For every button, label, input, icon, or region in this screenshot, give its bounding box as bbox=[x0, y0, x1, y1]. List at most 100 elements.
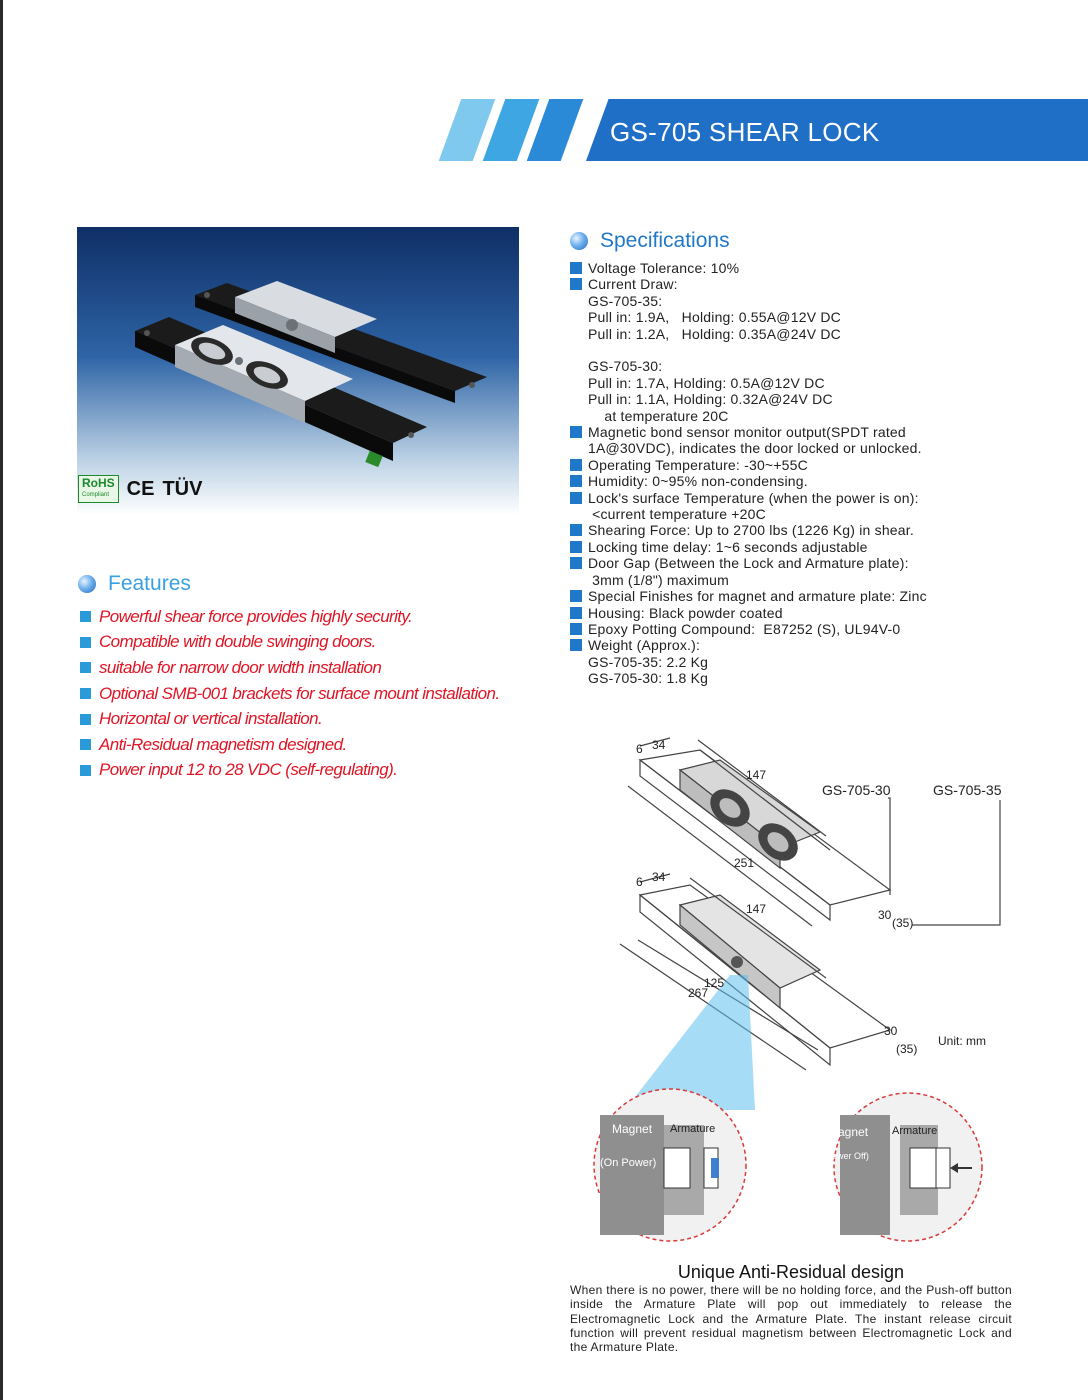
ce-mark: CE bbox=[126, 477, 155, 500]
indent bbox=[570, 342, 588, 358]
spec-text: Special Finishes for magnet and armature… bbox=[588, 588, 927, 605]
feature-text: Optional SMB-001 brackets for surface mo… bbox=[99, 683, 500, 703]
spec-line: GS-705-35: 2.2 Kg bbox=[570, 654, 1010, 670]
square-bullet-icon bbox=[570, 606, 582, 619]
spec-line: Lock's surface Temperature (when the pow… bbox=[570, 490, 1010, 506]
spec-text: Epoxy Potting Compound: E87252 (S), UL94… bbox=[588, 620, 901, 637]
dimension-diagram: GS-705-30 GS-705-35 6 34 147 251 6 34 14… bbox=[580, 730, 1060, 1270]
feature-text: suitable for narrow door width installat… bbox=[99, 657, 382, 677]
dim-34-top: 34 bbox=[652, 738, 666, 752]
dim-35-top: (35) bbox=[892, 916, 914, 930]
dim-6-bottom: 6 bbox=[636, 875, 643, 889]
spec-line: Pull in: 1.9A, Holding: 0.55A@12V DC bbox=[570, 309, 1010, 325]
spec-line: GS-705-30: 1.8 Kg bbox=[570, 670, 1010, 686]
spec-text: GS-705-30: bbox=[588, 358, 663, 375]
square-bullet-icon bbox=[570, 262, 582, 274]
dim-35-bottom: (35) bbox=[896, 1042, 918, 1056]
tuv-mark: TÜV bbox=[162, 477, 203, 500]
dim-30-bottom: 30 bbox=[884, 1024, 898, 1038]
inset-on-magnet: Magnet bbox=[612, 1122, 653, 1136]
dim-6-top: 6 bbox=[636, 742, 643, 756]
certification-logos: RoHS Compliant CE TÜV bbox=[78, 475, 202, 503]
spec-text: 1A@30VDC), indicates the door locked or … bbox=[588, 440, 922, 457]
square-bullet-icon bbox=[570, 590, 582, 603]
indent bbox=[570, 375, 588, 391]
spec-line: GS-705-35: bbox=[570, 293, 1010, 309]
model-label-35: GS-705-35 bbox=[933, 782, 1002, 798]
indent bbox=[570, 408, 588, 424]
spec-line: at temperature 20C bbox=[570, 408, 1010, 424]
spec-line: Housing: Black powder coated bbox=[570, 605, 1010, 621]
spec-line: Operating Temperature: -30~+55C bbox=[570, 457, 1010, 473]
spec-line: Weight (Approx.): bbox=[570, 637, 1010, 653]
spec-text: Pull in: 1.7A, Holding: 0.5A@12V DC bbox=[588, 374, 825, 391]
spec-text: Humidity: 0~95% non-condensing. bbox=[588, 473, 808, 490]
specifications-list: Voltage Tolerance: 10%Current Draw:GS-70… bbox=[570, 260, 1010, 687]
bullet-ball-icon bbox=[570, 232, 588, 250]
square-bullet-icon bbox=[570, 475, 582, 488]
feature-item: Anti-Residual magnetism designed. bbox=[80, 732, 550, 758]
spec-line: Humidity: 0~95% non-condensing. bbox=[570, 473, 1010, 489]
inset-on-state: (On Power) bbox=[600, 1157, 657, 1169]
rohs-logo: RoHS Compliant bbox=[78, 475, 119, 503]
feature-text: Anti-Residual magnetism designed. bbox=[99, 734, 347, 754]
page-title: GS-705 SHEAR LOCK bbox=[610, 117, 880, 147]
spec-text: Door Gap (Between the Lock and Armature … bbox=[588, 555, 909, 572]
square-bullet-icon bbox=[570, 491, 582, 504]
spec-text: Shearing Force: Up to 2700 lbs (1226 Kg)… bbox=[588, 522, 914, 539]
page-edge bbox=[0, 0, 3, 1400]
indent bbox=[570, 391, 588, 407]
spec-text: Weight (Approx.): bbox=[588, 637, 701, 654]
dim-34-bottom: 34 bbox=[652, 870, 666, 884]
feature-item: Compatible with double swinging doors. bbox=[80, 630, 550, 656]
product-photo bbox=[77, 227, 519, 515]
spec-line: 1A@30VDC), indicates the door locked or … bbox=[570, 440, 1010, 456]
dim-30-top: 30 bbox=[878, 908, 892, 922]
spec-text: at temperature 20C bbox=[588, 407, 729, 424]
spec-text: Voltage Tolerance: 10% bbox=[588, 260, 740, 276]
shear-lock-photo-illustration bbox=[135, 281, 487, 468]
spec-text: GS-705-35: bbox=[588, 292, 663, 309]
specifications-heading: Specifications bbox=[570, 229, 730, 253]
feature-item: suitable for narrow door width installat… bbox=[80, 655, 550, 681]
spec-text: Operating Temperature: -30~+55C bbox=[588, 456, 808, 473]
feature-item: Horizontal or vertical installation. bbox=[80, 706, 550, 732]
spec-text: Magnetic bond sensor monitor output(SPDT… bbox=[588, 424, 906, 441]
spec-text: Current Draw: bbox=[588, 276, 678, 293]
dim-251: 251 bbox=[734, 856, 755, 870]
spec-line bbox=[570, 342, 1010, 358]
feature-text: Horizontal or vertical installation. bbox=[99, 709, 323, 729]
indent bbox=[570, 506, 588, 522]
anti-residual-text: When there is no power, there will be no… bbox=[570, 1283, 1012, 1355]
anti-residual-title: Unique Anti-Residual design bbox=[677, 1262, 905, 1282]
square-bullet-icon bbox=[570, 278, 582, 291]
spec-line: Current Draw: bbox=[570, 276, 1010, 292]
dim-147-top: 147 bbox=[746, 768, 767, 782]
spec-text: GS-705-35: 2.2 Kg bbox=[588, 653, 709, 670]
spec-text: Pull in: 1.1A, Holding: 0.32A@24V DC bbox=[588, 391, 833, 408]
bullet-ball-icon bbox=[78, 575, 96, 593]
square-bullet-icon bbox=[570, 458, 582, 471]
spec-line: Shearing Force: Up to 2700 lbs (1226 Kg)… bbox=[570, 522, 1010, 538]
spec-line: Door Gap (Between the Lock and Armature … bbox=[570, 555, 1010, 571]
indent bbox=[570, 309, 588, 325]
square-bullet-icon bbox=[570, 557, 582, 570]
indent bbox=[570, 670, 588, 686]
inset-off-state: (Power Off) bbox=[823, 1151, 869, 1161]
specifications-title: Specifications bbox=[600, 229, 730, 252]
spec-text: Pull in: 1.2A, Holding: 0.35A@24V DC bbox=[588, 325, 841, 342]
spec-text: Locking time delay: 1~6 seconds adjustab… bbox=[588, 538, 868, 555]
square-bullet-icon bbox=[80, 636, 91, 648]
features-list: Powerful shear force provides highly sec… bbox=[80, 604, 550, 783]
indent bbox=[570, 326, 588, 342]
square-bullet-icon bbox=[570, 426, 582, 439]
rohs-text: RoHS bbox=[82, 476, 115, 490]
spec-line: Locking time delay: 1~6 seconds adjustab… bbox=[570, 539, 1010, 555]
spec-line: Pull in: 1.7A, Holding: 0.5A@12V DC bbox=[570, 375, 1010, 391]
spec-line: Pull in: 1.1A, Holding: 0.32A@24V DC bbox=[570, 391, 1010, 407]
inset-off-armature: Armature bbox=[892, 1125, 938, 1137]
model-label-30: GS-705-30 bbox=[822, 782, 891, 798]
spec-line: Magnetic bond sensor monitor output(SPDT… bbox=[570, 424, 1010, 440]
spec-line: GS-705-30: bbox=[570, 358, 1010, 374]
indent bbox=[570, 654, 588, 670]
